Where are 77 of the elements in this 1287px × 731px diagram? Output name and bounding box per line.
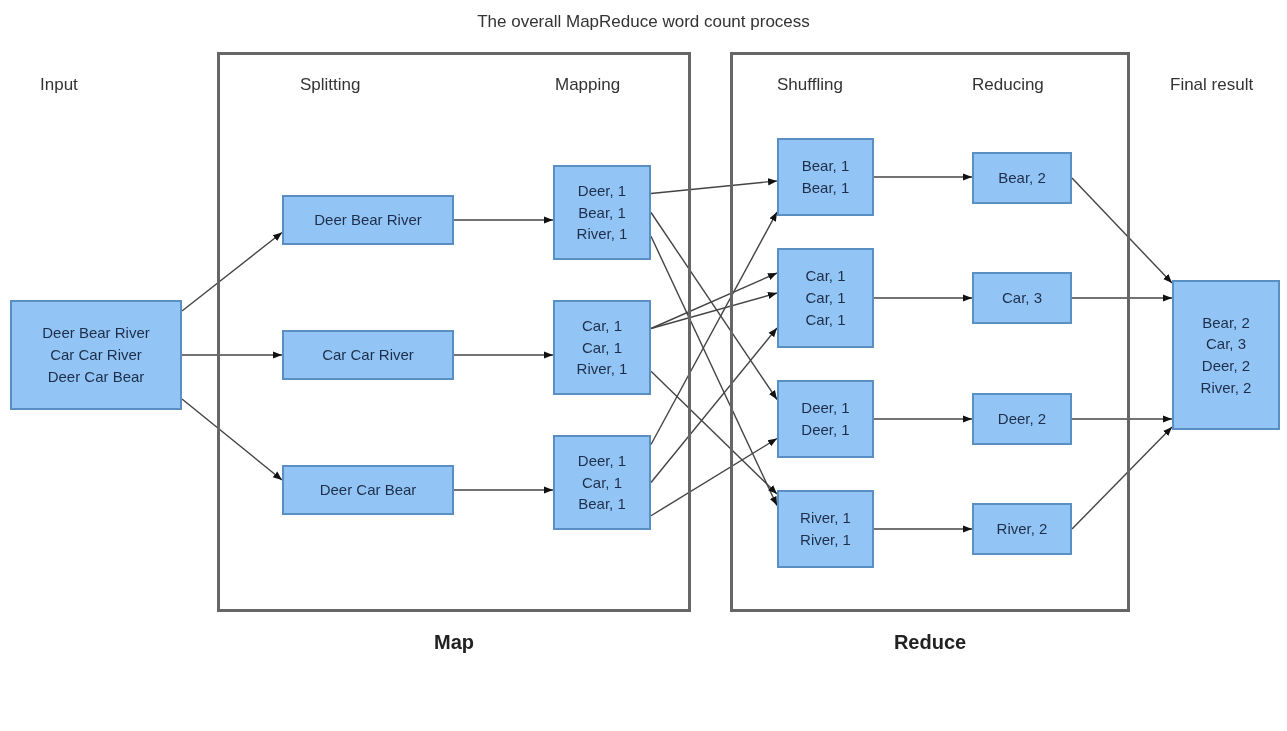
arrow xyxy=(181,231,283,312)
stage-heading: Map xyxy=(433,631,475,654)
data-box xyxy=(972,152,1072,204)
arrow xyxy=(650,437,778,517)
arrow xyxy=(873,294,973,302)
record-text: Deer Bear River xyxy=(314,210,422,231)
record-text: Bear, 1 xyxy=(801,178,850,198)
data-box xyxy=(553,165,651,260)
arrow xyxy=(1071,426,1173,530)
arrow xyxy=(453,351,554,359)
arrow xyxy=(1071,415,1173,423)
data-box xyxy=(972,503,1072,555)
record-text: River, 1 xyxy=(800,508,851,529)
record-text: Bear, 1 xyxy=(578,202,626,223)
data-box xyxy=(282,195,454,245)
diagram-title: The overall MapReduce word count process xyxy=(476,12,811,32)
record-text: Car, 1 xyxy=(805,266,846,287)
arrow xyxy=(650,211,778,401)
record-text: River, 2 xyxy=(996,519,1048,540)
record-text: Bear, 2 xyxy=(1202,312,1250,333)
arrow xyxy=(873,173,973,181)
column-heading: Reducing xyxy=(972,75,1044,95)
record-text: Deer Car Bear xyxy=(47,366,145,387)
data-box xyxy=(282,465,454,515)
record-text: Car, 1 xyxy=(582,315,622,336)
record-text: Car, 3 xyxy=(1206,334,1246,355)
data-box xyxy=(1172,280,1280,430)
record-text: Deer Bear River xyxy=(42,323,150,344)
arrow xyxy=(181,398,283,481)
record-text: Car Car River xyxy=(50,345,142,366)
arrow xyxy=(873,525,973,533)
record-text: Deer, 1 xyxy=(801,398,850,419)
data-box xyxy=(10,300,182,410)
arrow xyxy=(181,351,283,359)
data-box xyxy=(777,248,874,348)
data-box xyxy=(553,435,651,530)
record-text: River, 1 xyxy=(800,530,851,550)
record-text: Deer Car Bear xyxy=(319,480,417,501)
record-text: Car Car River xyxy=(322,345,414,366)
record-text: Car, 1 xyxy=(582,337,622,358)
column-heading: Final result xyxy=(1170,75,1254,95)
arrow xyxy=(453,216,554,224)
data-box xyxy=(282,330,454,380)
record-text: Car, 1 xyxy=(805,309,846,330)
arrow xyxy=(453,486,554,494)
data-box xyxy=(972,393,1072,445)
arrow xyxy=(1071,294,1173,302)
data-box xyxy=(777,138,874,216)
data-box xyxy=(553,300,651,395)
record-text: Deer, 1 xyxy=(801,420,850,440)
arrow xyxy=(1071,177,1173,284)
record-text: River, 1 xyxy=(576,224,628,245)
record-text: Bear, 1 xyxy=(578,494,626,515)
record-text: River, 1 xyxy=(576,359,628,380)
record-text: Deer, 2 xyxy=(1201,356,1251,376)
record-text: Deer, 2 xyxy=(997,409,1047,430)
data-box xyxy=(777,380,874,458)
data-box xyxy=(972,272,1072,324)
column-heading: Splitting xyxy=(300,75,361,95)
record-text: Car, 3 xyxy=(1002,288,1042,309)
record-text: Deer, 1 xyxy=(577,450,627,471)
arrow xyxy=(650,292,778,330)
record-text: River, 2 xyxy=(1200,377,1252,398)
column-heading: Input xyxy=(40,75,78,95)
column-heading: Mapping xyxy=(555,75,621,95)
record-text: Car, 1 xyxy=(805,288,846,309)
record-text: Car, 1 xyxy=(582,472,622,493)
record-text: Deer, 1 xyxy=(577,180,627,201)
arrow xyxy=(650,370,778,495)
arrow xyxy=(650,178,778,195)
stage-heading: Reduce xyxy=(892,631,968,654)
record-text: Bear, 1 xyxy=(801,156,850,177)
column-heading: Shuffling xyxy=(777,75,843,95)
arrow xyxy=(873,415,973,423)
data-box xyxy=(777,490,874,568)
record-text: Bear, 2 xyxy=(998,168,1046,189)
arrow xyxy=(650,327,778,484)
